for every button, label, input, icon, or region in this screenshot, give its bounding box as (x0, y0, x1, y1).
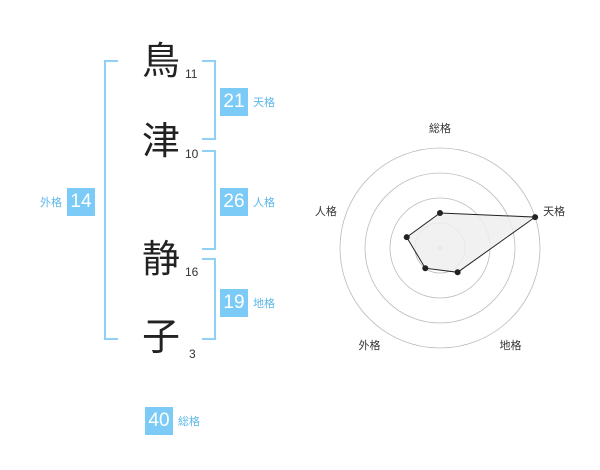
tenkaku-bracket (202, 60, 216, 140)
radar-point-4 (422, 265, 429, 272)
radar-shape (403, 210, 539, 276)
stroke-count-4: 3 (189, 347, 196, 361)
tenkaku-badge: 21 天格 (220, 88, 275, 116)
soukaku-value: 40 (145, 407, 173, 435)
stroke-count-1: 11 (185, 67, 198, 81)
radar-point-2 (532, 214, 539, 221)
tenkaku-value: 21 (220, 88, 248, 116)
radar-axis-label-2: 天格 (543, 204, 565, 218)
name-char-1: 鳥 (141, 39, 180, 83)
radar-point-3 (454, 269, 461, 276)
radar-axis-label-5: 人格 (315, 204, 337, 218)
name-char-2: 津 (141, 119, 180, 163)
chikaku-value: 19 (220, 289, 248, 317)
tenkaku-label: 天格 (253, 96, 275, 109)
radar-point-5 (403, 234, 410, 241)
soukaku-badge: 40 総格 (145, 407, 200, 435)
gaikaku-label: 外格 (40, 196, 62, 209)
jinkaku-label: 人格 (253, 196, 275, 209)
gaikaku-bracket (104, 60, 118, 340)
jinkaku-value: 26 (220, 188, 248, 216)
gaikaku-value: 14 (67, 188, 95, 216)
chikaku-label: 地格 (253, 297, 275, 310)
chikaku-badge: 19 地格 (220, 289, 275, 317)
stroke-count-2: 10 (185, 147, 199, 161)
jinkaku-bracket (202, 150, 216, 250)
radar-polygon (406, 212, 537, 273)
radar-ring-3 (364, 172, 516, 324)
name-char-4: 子 (141, 315, 180, 359)
soukaku-label: 総格 (178, 415, 200, 428)
name-char-3: 静 (141, 237, 180, 281)
jinkaku-badge: 26 人格 (220, 188, 275, 216)
radar-axis-label-1: 総格 (429, 121, 451, 135)
stroke-count-3: 16 (185, 265, 199, 279)
radar-axis-label-3: 地格 (500, 338, 522, 352)
radar-rings (339, 147, 541, 349)
radar-point-1 (437, 210, 443, 216)
gaikaku-badge: 外格 14 (40, 188, 95, 216)
radar-ring-4 (339, 147, 541, 349)
radar-axis-label-4: 外格 (358, 338, 380, 352)
chikaku-bracket (202, 258, 216, 340)
